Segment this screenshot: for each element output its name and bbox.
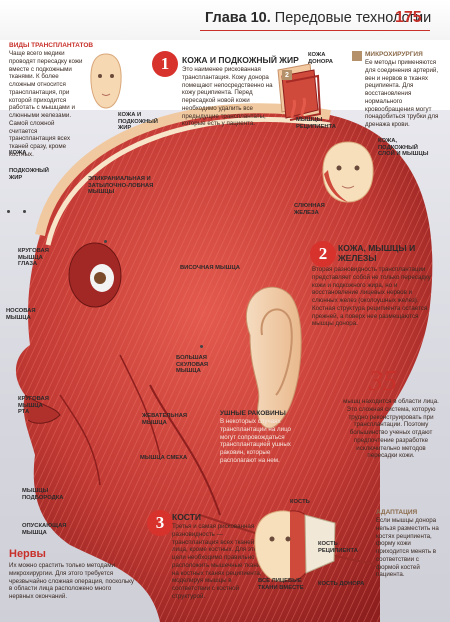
bone-illustration — [254, 510, 336, 582]
page-header — [0, 0, 450, 40]
label-recipient-muscles: МЫШЦЫ РЕЦИПИЕНТА — [296, 117, 336, 130]
fact-text: мышц находится в области лица. Это сложн… — [343, 398, 439, 460]
section3-badge: 3 — [147, 510, 173, 536]
page-number: 175 — [395, 9, 422, 26]
nerves-heading: Нервы — [9, 548, 46, 560]
label-skin: КОЖА — [9, 150, 27, 156]
label-donor-skin: КОЖА ДОНОРА — [308, 52, 333, 65]
section1-badge: 1 — [152, 51, 178, 77]
label-zygomatic: БОЛЬШАЯ СКУЛОВАЯ МЫШЦА — [176, 355, 209, 375]
ears-text: В некоторых случаях трансплантации на ли… — [220, 418, 291, 464]
nerves-text: Их можно срастить только методами микрох… — [9, 562, 135, 600]
leader-dot — [104, 240, 107, 243]
label-masseter: ЖЕВАТЕЛЬНАЯ МЫШЦА — [142, 413, 188, 426]
leader-dot — [200, 345, 203, 348]
section2-heading: КОЖА, МЫШЦЫ И ЖЕЛЕЗЫ — [338, 243, 416, 264]
microsurgery-text: Ее методы применяются для соединения арт… — [365, 59, 439, 128]
section1-text: Это наименее рискованная трансплантация.… — [182, 66, 273, 128]
label-skin-layer-muscles: КОЖА, ПОДКОЖНЫЙ СЛОЙ И МЫШЦЫ — [378, 138, 429, 158]
head-muscle-illustration — [15, 103, 433, 622]
label-bone: КОСТЬ — [290, 499, 310, 505]
section3-heading: КОСТИ — [172, 512, 202, 522]
label-subcutaneous-fat: ПОДКОЖНЫЙ ЖИР — [9, 168, 49, 181]
face-mask-illustration — [322, 141, 374, 203]
label-mentalis: МЫШЦЫ ПОДБОРОДКА — [22, 488, 64, 501]
label-skin-fat: КОЖА И ПОДКОЖНЫЙ ЖИР — [118, 112, 158, 132]
label-salivary: СЛЮННАЯ ЖЕЛЕЗА — [294, 203, 325, 216]
skin-fat-illustration — [90, 53, 122, 109]
label-risorius: МЫШЦА СМЕХА — [140, 455, 188, 461]
microsurgery-heading: МИКРОХИРУРГИЯ — [365, 51, 423, 58]
label-orbicularis-eye: КРУГОВАЯ МЫШЦА ГЛАЗА — [18, 248, 49, 268]
label-epicranial: ЭПИКРАНИАЛЬНАЯ И ЗАТЫЛОЧНО-ЛОБНАЯ МЫШЦЫ — [88, 176, 154, 196]
microsurgery-badge — [352, 51, 362, 61]
label-depressor: ОПУСКАЮЩАЯ МЫШЦА — [22, 523, 67, 536]
fact-number: 35 — [369, 366, 397, 397]
leader-dot — [23, 210, 26, 213]
label-all-tissues: ВСЕ ЛИЦЕВЫЕ ТКАНИ ВМЕСТЕ — [258, 578, 304, 591]
badge-2-small: 2 — [282, 70, 292, 80]
section2-badge: 2 — [310, 241, 336, 267]
types-text: Чаще всего медики проводят пересадку кож… — [9, 50, 83, 158]
section1-heading: КОЖА И ПОДКОЖНЫЙ ЖИР — [182, 55, 299, 65]
label-recipient-bone: КОСТЬ РЕЦИПИЕНТА — [318, 541, 358, 554]
types-heading: ВИДЫ ТРАНСПЛАНТАТОВ — [9, 42, 94, 49]
chapter-title: Глава 10. Передовые технологии — [205, 10, 432, 26]
ears-heading: УШНЫЕ РАКОВИНЫ — [220, 410, 286, 417]
section2-text: Вторая разновидность трансплантации пред… — [312, 266, 431, 328]
label-donor-bone: КОСТЬ ДОНОРА — [318, 581, 365, 587]
section3-text: Третья и самая рискованная разновидность… — [172, 523, 262, 600]
header-rule — [200, 30, 430, 31]
skin-graft-illustration — [277, 63, 322, 121]
adaptation-text: Если мышцы донора нельзя разместить на к… — [376, 517, 439, 579]
label-temporal: ВИСОЧНАЯ МЫШЦА — [180, 265, 240, 271]
label-orbicularis-mouth: КРУГОВАЯ МЫШЦА РТА — [18, 396, 49, 416]
leader-dot — [7, 210, 10, 213]
label-nasal: НОСОВАЯ МЫШЦА — [6, 308, 36, 321]
adaptation-heading: АДАПТАЦИЯ — [376, 509, 418, 516]
